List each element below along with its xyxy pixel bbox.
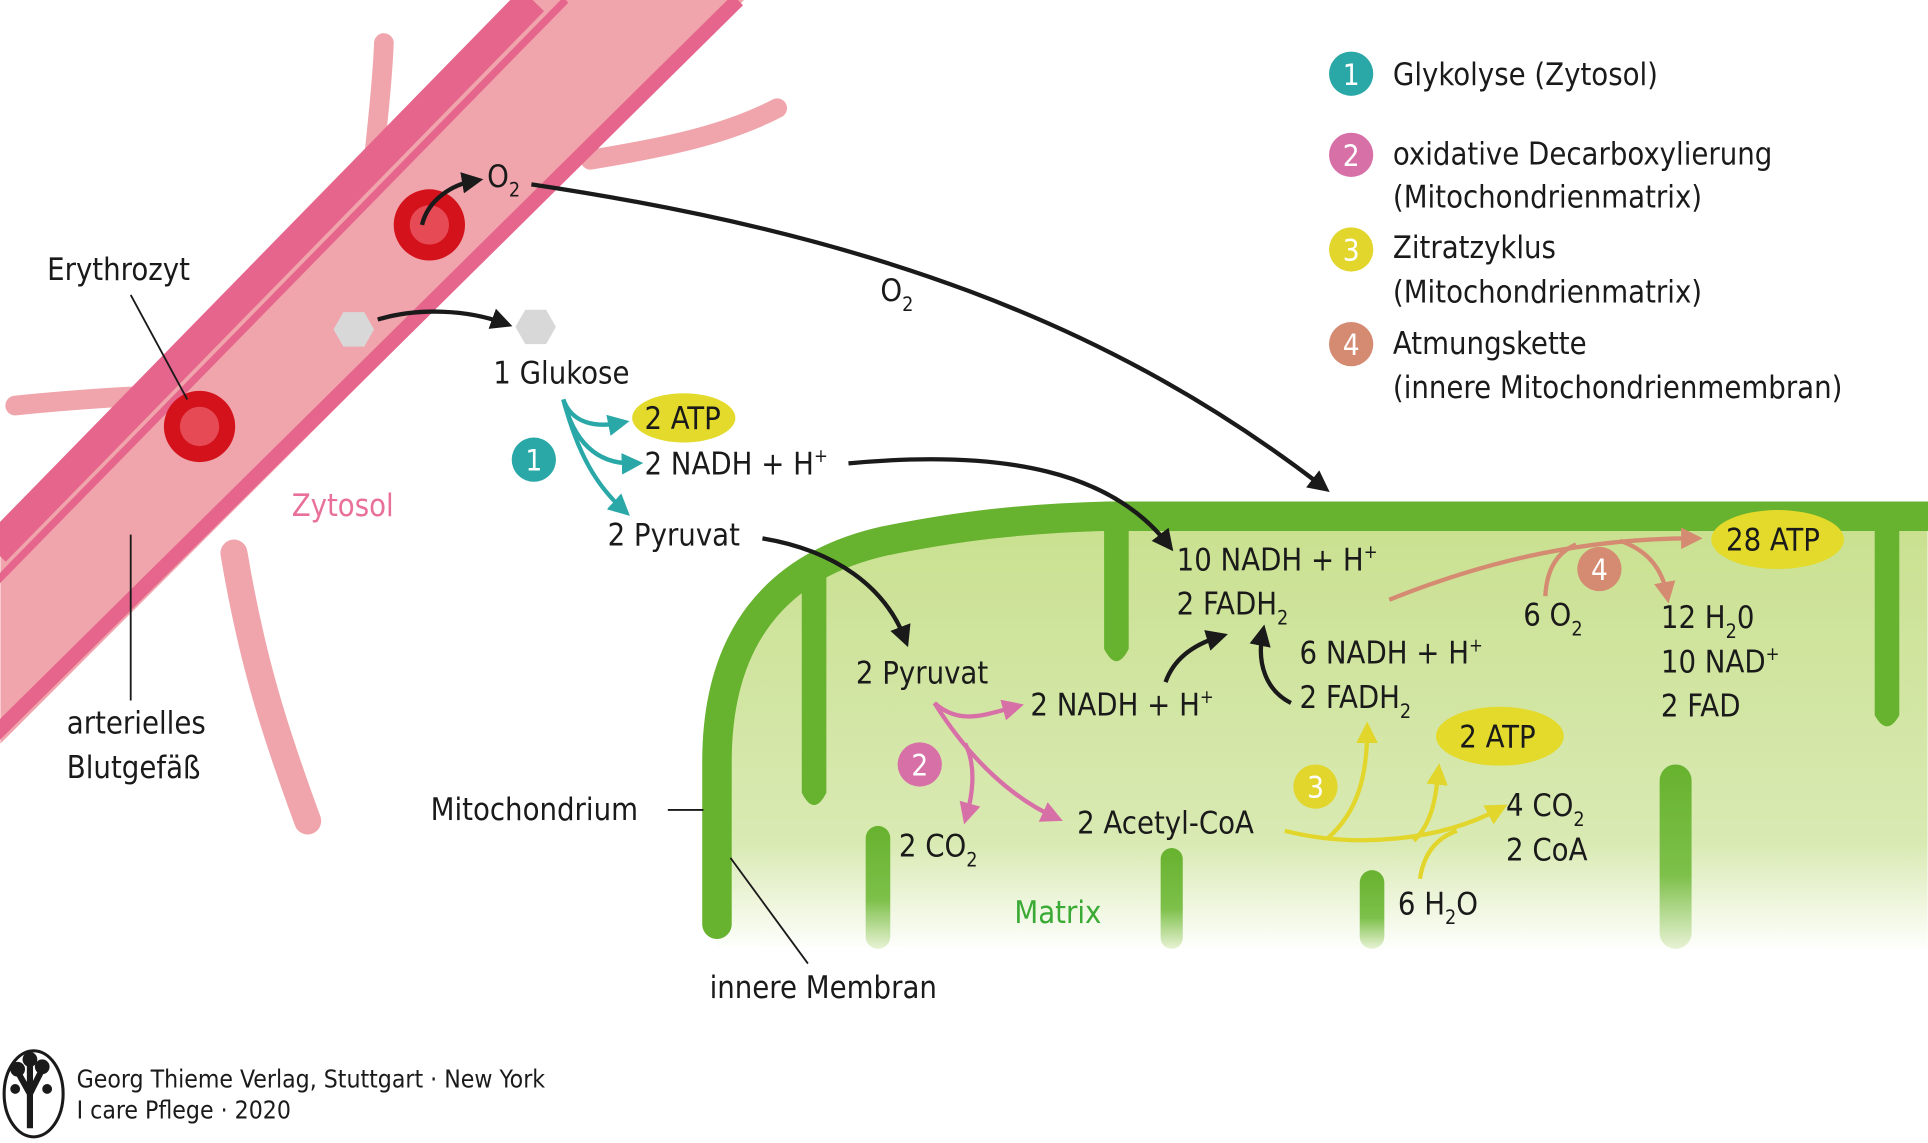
- arrow-nadh-decarb-up: [1163, 630, 1228, 683]
- arrow-chain-atp: [1388, 527, 1703, 602]
- mol-fad-chain: 2 FAD: [1661, 689, 1741, 725]
- svg-text:Atmungskette: Atmungskette: [1393, 326, 1587, 362]
- svg-text:(Mitochondrienmatrix): (Mitochondrienmatrix): [1393, 274, 1702, 310]
- label-erythrozyt: Erythrozyt: [47, 252, 190, 288]
- glucose-hexagon-icon: [333, 312, 375, 347]
- mol-nadh-citrat: 6 NADH + H+: [1300, 635, 1483, 671]
- svg-text:1: 1: [1343, 58, 1360, 92]
- arrow-pyruvat-to-mito: [762, 536, 911, 648]
- mitochondrion: [702, 501, 1928, 953]
- svg-text:1: 1: [525, 444, 542, 478]
- mol-h2o-chain: 12 H20: [1661, 600, 1755, 643]
- outer-membrane: [702, 501, 1928, 939]
- matrix-area: [716, 513, 1928, 953]
- arrow-glucose-transport: [377, 308, 513, 329]
- mol-fadh-citrat: 2 FADH2: [1300, 680, 1412, 723]
- svg-text:3: 3: [1343, 234, 1360, 268]
- step-badge-3: 3: [1293, 764, 1338, 809]
- atp-badge-chain: [1711, 510, 1844, 570]
- arrow-chain-h2o: [1619, 538, 1676, 604]
- mol-o2-erythrocyte: O2: [487, 159, 520, 202]
- mol-fadh-total: 2 FADH2: [1177, 587, 1289, 630]
- mol-pyruvat-matrix: 2 Pyruvat: [856, 655, 989, 691]
- cristae-hanging: [801, 522, 1900, 806]
- publisher-logo: [2, 1049, 65, 1139]
- mol-nadh-decarb: 2 NADH + H+: [1030, 687, 1213, 723]
- mol-nad-chain: 10 NAD+: [1661, 644, 1780, 680]
- arrow-chain-o2: [1543, 542, 1577, 597]
- arrow-nadh-to-mito: [848, 457, 1174, 552]
- svg-text:Glykolyse (Zytosol): Glykolyse (Zytosol): [1393, 57, 1658, 93]
- erythrocyte: [393, 189, 466, 261]
- mol-nadh-glykolyse: 2 NADH + H+: [644, 446, 827, 482]
- label-gefaess-2: Blutgefäß: [67, 750, 201, 786]
- label-gefaess-1: arterielles: [67, 706, 206, 742]
- arrow-citrat-h2o: [1417, 828, 1458, 880]
- vessel-branch-right: [580, 98, 788, 170]
- label-matrix: Matrix: [1014, 895, 1101, 931]
- step-badge-2: 2: [897, 742, 942, 787]
- vessel-wall-lower: [0, 0, 744, 740]
- label-zytosol: Zytosol: [292, 488, 394, 524]
- arrow-citrat-atp: [1412, 763, 1448, 843]
- svg-text:2: 2: [1343, 139, 1360, 173]
- mol-pyruvat-zytosol: 2 Pyruvat: [608, 518, 741, 554]
- atp-badge-citrat: [1435, 706, 1564, 766]
- svg-text:(innere Mitochondrienmembran): (innere Mitochondrienmembran): [1393, 370, 1843, 406]
- mol-o2-chain: 6 O2: [1523, 598, 1582, 641]
- mol-nadh-total: 10 NADH + H+: [1177, 542, 1378, 578]
- mol-glukose: 1 Glukose: [493, 355, 629, 391]
- glucose-hexagon-icon: [515, 309, 556, 345]
- mol-coa: 2 CoA: [1506, 832, 1588, 868]
- label-mitochondrium: Mitochondrium: [431, 792, 638, 828]
- svg-text:4: 4: [1591, 553, 1608, 587]
- mol-h2o-citrat: 6 H2O: [1398, 886, 1478, 929]
- erythrocyte: [163, 390, 236, 463]
- mol-atp-glykolyse: 2 ATP: [644, 401, 720, 437]
- step-badge-4: 4: [1577, 546, 1622, 592]
- mol-acetyl-coa: 2 Acetyl-CoA: [1077, 805, 1254, 841]
- vessel-wall-upper: [0, 0, 545, 562]
- svg-text:4: 4: [1343, 328, 1360, 362]
- atp-badge-glykolyse: [632, 393, 736, 443]
- label-innere-membran: innere Membran: [710, 970, 937, 1006]
- mol-atp-citrat: 2 ATP: [1459, 719, 1535, 755]
- arrow-decarb-acetyl: [932, 701, 1063, 822]
- svg-text:3: 3: [1307, 771, 1324, 805]
- legend: 1 Glykolyse (Zytosol) 2 oxidative Decarb…: [1329, 51, 1842, 406]
- blood-vessel: [0, 0, 788, 835]
- step-badge-1: 1: [511, 437, 556, 482]
- vessel-wall-upper-inner: [0, 0, 569, 584]
- legend-item-4: 4 Atmungskette (innere Mitochondrienmemb…: [1329, 322, 1842, 406]
- legend-item-3: 3 Zitratzyklus (Mitochondrienmatrix): [1329, 227, 1702, 310]
- arrow-o2-to-mito: [531, 182, 1330, 492]
- legend-item-2: 2 oxidative Decarboxylierung (Mitochondr…: [1329, 132, 1772, 216]
- vessel-branch-bottom: [220, 539, 322, 835]
- arrow-o2-release: [419, 172, 484, 226]
- arrow-decarb-co2: [959, 742, 981, 825]
- arrow-glyk-pyruvat: [561, 398, 630, 516]
- arrow-citrat-main: [1284, 804, 1508, 843]
- arrow-decarb-nadh: [933, 699, 1024, 721]
- cristae: [865, 764, 1692, 949]
- legend-item-1: 1 Glykolyse (Zytosol): [1329, 51, 1658, 96]
- mol-o2-transport: O2: [880, 273, 913, 316]
- arrow-citrat-nadh: [1326, 721, 1378, 840]
- leader-lines: [129, 294, 809, 965]
- footer-book: I care Pflege · 2020: [77, 1095, 291, 1124]
- svg-text:(Mitochondrienmatrix): (Mitochondrienmatrix): [1393, 180, 1702, 216]
- arrow-nadh-citrat-up: [1249, 624, 1292, 705]
- mol-co2-citrat: 4 CO2: [1506, 788, 1585, 831]
- mol-atp-chain: 28 ATP: [1726, 523, 1820, 559]
- svg-text:oxidative Decarboxylierung: oxidative Decarboxylierung: [1393, 137, 1772, 173]
- arrows: [377, 172, 1703, 880]
- svg-text:Zitratzyklus: Zitratzyklus: [1393, 230, 1556, 266]
- mol-co2-decarb: 2 CO2: [899, 829, 978, 872]
- svg-text:2: 2: [911, 749, 928, 783]
- footer-publisher: Georg Thieme Verlag, Stuttgart · New Yor…: [77, 1065, 546, 1094]
